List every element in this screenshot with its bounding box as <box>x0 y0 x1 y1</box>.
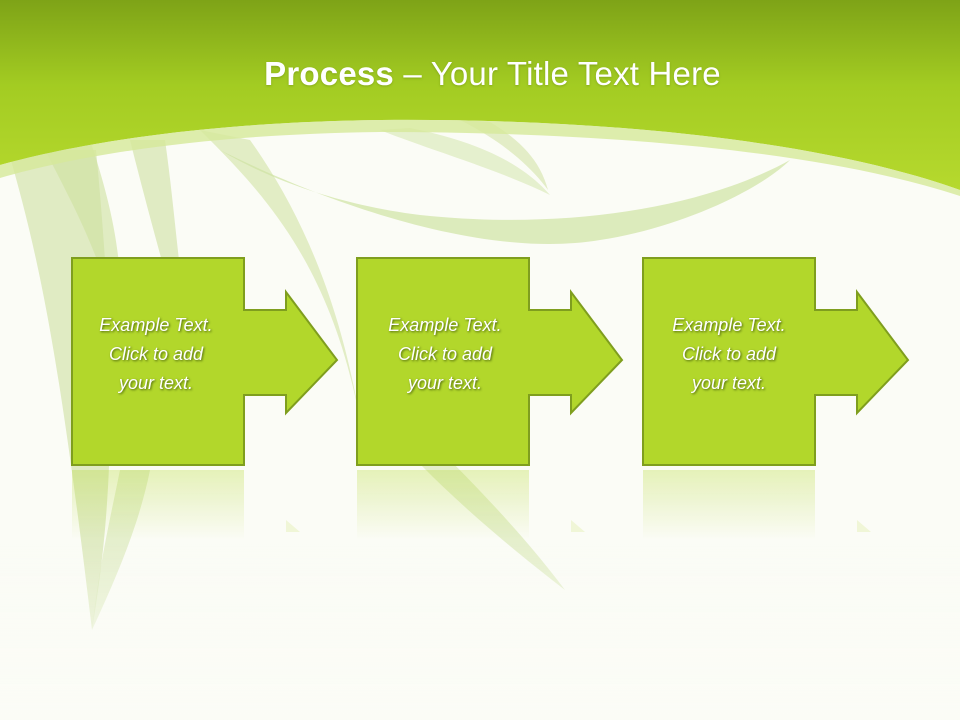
step-1-line-2: Click to add <box>108 344 204 364</box>
page-title[interactable]: Process – Your Title Text Here <box>0 52 960 96</box>
step-2-line-1: Example Text. <box>388 315 502 335</box>
step-2-reflection <box>357 470 529 540</box>
title-bold: Process <box>264 55 394 92</box>
step-3-line-2: Click to add <box>681 344 777 364</box>
title-dash: – <box>393 55 431 92</box>
process-step-2[interactable] <box>356 257 624 540</box>
process-step-1[interactable] <box>71 257 339 540</box>
step-3-reflection <box>643 470 815 540</box>
step-3-line-3: your text. <box>691 373 767 393</box>
step-3-text[interactable]: Example Text. Click to add your text. <box>644 311 814 398</box>
step-1-line-1: Example Text. <box>99 315 213 335</box>
step-2-text[interactable]: Example Text. Click to add your text. <box>360 311 530 398</box>
header-band <box>0 0 960 190</box>
step-1-text[interactable]: Example Text. Click to add your text. <box>71 311 241 398</box>
step-2-line-2: Click to add <box>397 344 493 364</box>
title-rest: Your Title Text Here <box>430 55 721 92</box>
step-2-line-3: your text. <box>407 373 483 393</box>
step-1-reflection <box>72 470 244 540</box>
process-step-3[interactable] <box>642 257 910 540</box>
step-3-line-1: Example Text. <box>672 315 786 335</box>
step-1-line-3: your text. <box>118 373 194 393</box>
